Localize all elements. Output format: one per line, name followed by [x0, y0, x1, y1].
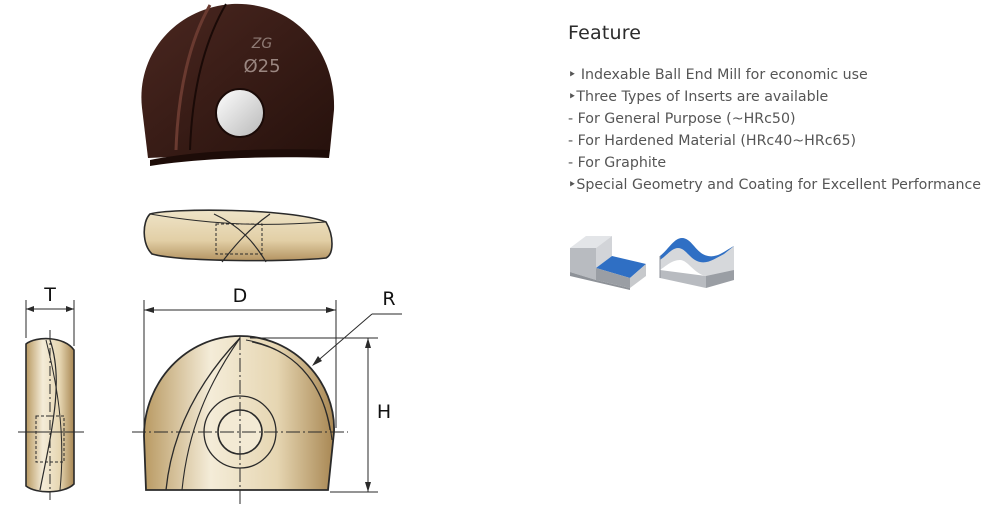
insert-figure: ZG Ø25 T — [18, 3, 402, 504]
insert-top-view — [143, 209, 333, 263]
feature-title: Feature — [568, 22, 642, 44]
dim-r-label: R — [382, 288, 395, 310]
feature-item: ‣ Indexable Ball End Mill for economic u… — [568, 67, 868, 83]
feature-item: - For General Purpose (~HRc50) — [568, 111, 796, 127]
insert-side-view: T — [18, 284, 84, 500]
workpiece-icons — [570, 236, 734, 290]
insert-size-marking: Ø25 — [243, 56, 280, 77]
feature-item: ‣Special Geometry and Coating for Excell… — [568, 177, 981, 193]
curved-workpiece-icon — [659, 238, 734, 288]
insert-center-hole — [216, 89, 264, 137]
feature-list: ‣ Indexable Ball End Mill for economic u… — [568, 64, 988, 196]
insert-photo: ZG Ø25 — [141, 3, 335, 166]
feature-item: ‣Three Types of Inserts are available — [568, 89, 829, 105]
feature-item: - For Hardened Material (HRc40~HRc65) — [568, 133, 857, 149]
dim-d-label: D — [233, 285, 248, 307]
feature-item: - For Graphite — [568, 155, 667, 171]
step-workpiece-icon — [570, 236, 646, 290]
insert-logo-marking: ZG — [251, 36, 273, 52]
feature-panel: Feature ‣ Indexable Ball End Mill for ec… — [568, 22, 988, 196]
dim-h-label: H — [377, 401, 391, 423]
dim-t-label: T — [43, 284, 56, 306]
insert-front-view: D R H — [132, 285, 402, 504]
